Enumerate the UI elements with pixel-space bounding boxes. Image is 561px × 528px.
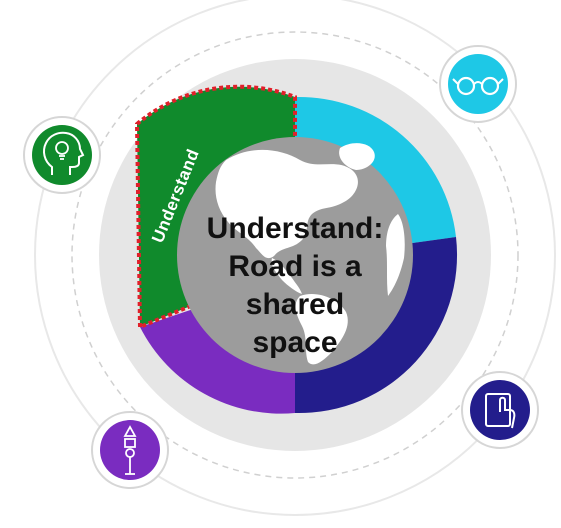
center-line-2: Road is a [228,250,362,283]
head-lightbulb-icon[interactable] [23,116,101,194]
center-line-3: shared [246,288,344,321]
tablet-touch-icon[interactable] [461,371,539,449]
traffic-sign-icon[interactable] [91,411,169,489]
segment-decide[interactable] [140,302,295,414]
center-caption: Understand: Road is a shared space [207,212,384,359]
glasses-icon[interactable] [439,45,517,123]
dashed-orbit [71,31,519,479]
center-line-1: Understand: [207,212,384,245]
center-line-4: space [252,326,337,359]
outer-ring [34,0,556,516]
globe [177,137,413,373]
